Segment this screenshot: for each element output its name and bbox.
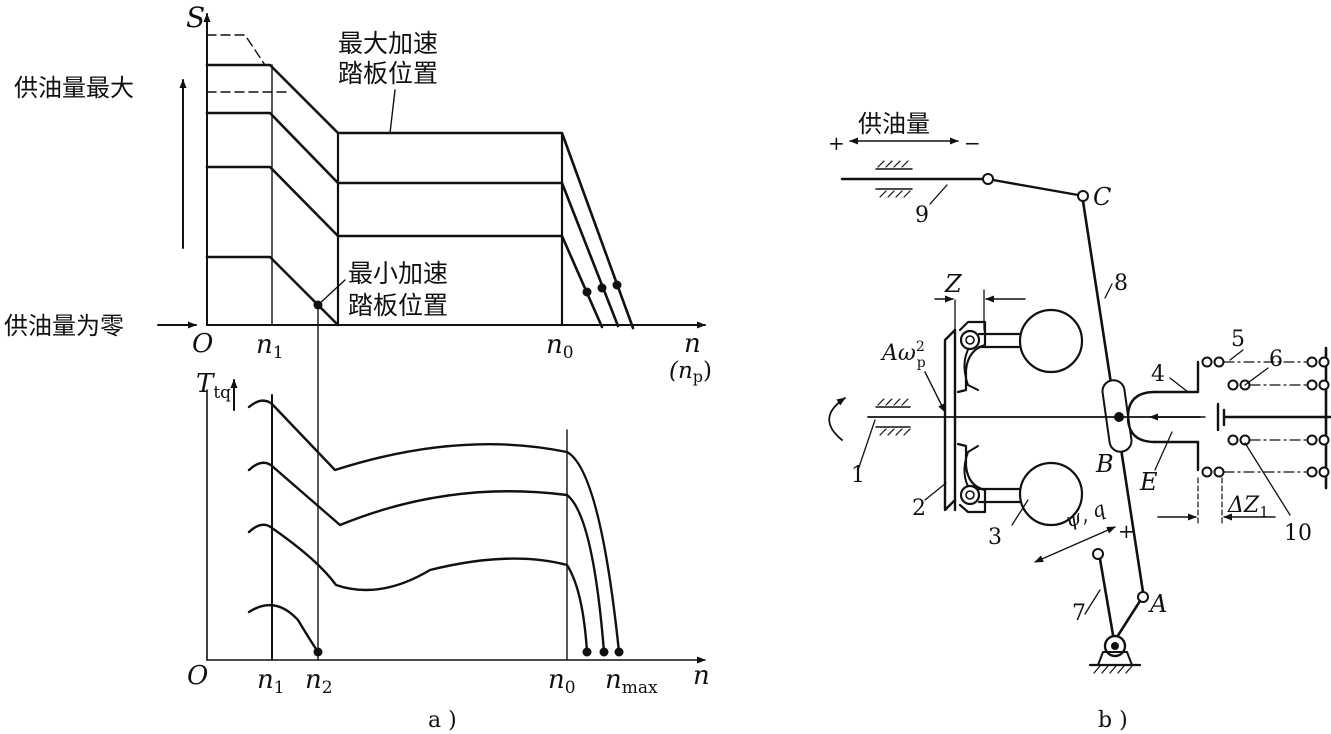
lever-7 <box>1098 557 1115 637</box>
pin-7-top <box>1092 548 1104 560</box>
torque-curve-2 <box>247 461 606 654</box>
panel-a-bottom-chart: Ttq O n1 n2 n0 nmax n a ) <box>187 304 710 733</box>
flyweight-lower <box>956 442 1084 527</box>
part-1: 1 <box>851 463 865 488</box>
curve-max-pedal <box>205 63 635 330</box>
dot-cut-1 <box>582 287 592 297</box>
pin-rod-9 <box>982 173 994 185</box>
part-4: 4 <box>1151 362 1165 387</box>
carrier-2-outer <box>943 328 957 512</box>
caption-a: a ) <box>428 708 457 733</box>
rod-bearing-hatch <box>877 160 911 198</box>
torque-curve-1 <box>247 399 621 654</box>
part-10: 10 <box>1284 521 1312 546</box>
dot-bottom-2 <box>599 647 609 657</box>
label-point-e: E <box>1139 468 1158 496</box>
origin-bottom: O <box>187 661 208 691</box>
part-6: 6 <box>1269 347 1283 372</box>
sleeve-e-cup <box>1126 390 1157 444</box>
label-delta-z: ΔZ1 <box>1227 493 1269 521</box>
torque-curve-3 <box>247 523 589 654</box>
label-min-pedal-2: 踏板位置 <box>348 291 448 320</box>
fuel-minus: − <box>964 131 981 155</box>
rotation-arrow <box>828 397 846 441</box>
origin-top: O <box>192 329 213 359</box>
part-5: 5 <box>1231 327 1245 352</box>
psi-q-arrow <box>1034 526 1116 563</box>
pin-c <box>1077 190 1089 202</box>
part-8: 8 <box>1114 271 1128 296</box>
tick-n1-bottom: n1 <box>257 665 285 698</box>
fuel-plus: + <box>828 131 845 155</box>
leader-10 <box>1244 442 1291 516</box>
panel-a-top-chart: S 供油量最大 供油量为零 最大加速 踏板位置 最小加速 踏板位置 O n1 n… <box>4 1 712 386</box>
spring-seat-4-bottom <box>1153 440 1200 472</box>
dot-bottom-3 <box>614 647 624 657</box>
pin-a <box>1137 591 1149 603</box>
ground-hatch <box>1093 665 1133 674</box>
tick-n1-top: n1 <box>256 330 284 363</box>
x-axis-label-bottom: n <box>693 661 710 691</box>
part-3: 3 <box>988 525 1002 550</box>
label-max-fuel: 供油量最大 <box>14 74 134 102</box>
leader-8 <box>1104 283 1113 299</box>
leader-e <box>1154 431 1173 471</box>
x-axis-label-top: n <box>684 329 701 359</box>
ground-pivot-center <box>1111 642 1119 650</box>
link-9-to-c <box>991 178 1080 197</box>
leader-6 <box>1244 367 1269 386</box>
psi-plus: + <box>1118 519 1135 543</box>
dot-cut-2 <box>597 283 607 293</box>
leader-4 <box>1169 377 1189 393</box>
shaft-bearing-hatch <box>877 398 911 436</box>
spring-seat-4-top <box>1153 360 1200 394</box>
label-max-pedal-1: 最大加速 <box>338 29 438 58</box>
fuel-label-b: 供油量 <box>858 110 930 138</box>
leader-5 <box>1229 349 1244 361</box>
dot-n2 <box>313 647 323 657</box>
leader-min-pedal <box>317 279 346 306</box>
flyweight-upper <box>956 308 1084 394</box>
tick-n0-bottom: n0 <box>548 665 576 698</box>
force-arrow <box>924 371 946 413</box>
leader-2 <box>924 482 947 501</box>
torque-curve-min <box>247 603 320 654</box>
x-axis-label2-top: (np) <box>669 358 712 386</box>
part-2: 2 <box>912 496 926 521</box>
dashed-curve-upper <box>206 34 266 66</box>
t-axis-label: Ttq <box>196 369 231 403</box>
s-axis-label: S <box>186 1 205 34</box>
dot-cut-3 <box>612 280 622 290</box>
panel-b-mechanism: 供油量 + − Z <box>828 110 1331 733</box>
part-9: 9 <box>915 203 929 228</box>
label-zero-fuel: 供油量为零 <box>4 312 124 340</box>
dot-bottom-1 <box>582 647 592 657</box>
leader-1 <box>857 419 876 471</box>
label-max-pedal-2: 踏板位置 <box>338 59 438 88</box>
leader-9 <box>929 184 948 205</box>
leader-7 <box>1084 589 1101 615</box>
label-point-a: A <box>1148 590 1167 618</box>
tick-nmax: nmax <box>605 665 658 698</box>
leader-max-pedal <box>389 89 396 134</box>
label-point-b: B <box>1095 450 1114 478</box>
link-7-to-a <box>1115 599 1142 639</box>
spring-coils <box>1201 356 1330 478</box>
leader-3 <box>1011 499 1029 526</box>
label-point-c: C <box>1093 183 1111 211</box>
label-min-pedal-1: 最小加速 <box>348 259 448 288</box>
part-7: 7 <box>1072 601 1086 626</box>
tick-n2: n2 <box>305 665 333 698</box>
label-z: Z <box>944 270 963 298</box>
tick-n0-top: n0 <box>546 330 574 363</box>
caption-b: b ) <box>1098 708 1128 733</box>
